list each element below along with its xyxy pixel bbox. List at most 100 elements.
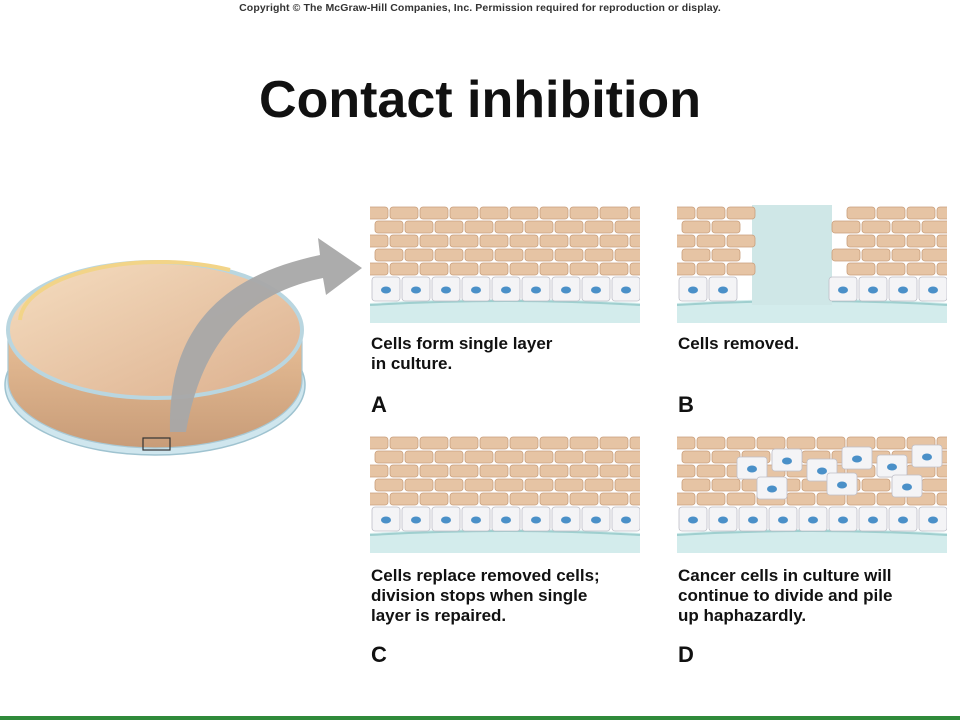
cell: [554, 220, 584, 234]
nucleus: [767, 485, 777, 493]
cell: [419, 436, 449, 450]
cell: [891, 248, 921, 262]
cell: [479, 436, 509, 450]
cell: [494, 478, 524, 492]
cell: [539, 234, 569, 248]
nucleus: [561, 286, 571, 294]
cell: [936, 492, 947, 506]
cell: [677, 464, 696, 478]
cell: [629, 436, 640, 450]
cell: [479, 234, 509, 248]
cell: [370, 436, 389, 450]
cell: [629, 464, 640, 478]
cell: [677, 436, 696, 450]
cell: [906, 234, 936, 248]
nucleus: [747, 465, 757, 473]
cell: [374, 220, 404, 234]
nucleus: [868, 516, 878, 524]
cell: [681, 478, 711, 492]
cell: [677, 206, 696, 220]
cell: [846, 234, 876, 248]
cell: [629, 234, 640, 248]
panel-c-cells-figure: [370, 436, 640, 553]
nucleus: [621, 286, 631, 294]
cell: [876, 436, 906, 450]
cell: [599, 464, 629, 478]
nucleus: [808, 516, 818, 524]
cell: [629, 206, 640, 220]
nucleus: [531, 516, 541, 524]
culture-medium: [677, 529, 947, 553]
cell: [370, 492, 389, 506]
cell: [599, 492, 629, 506]
cell: [584, 220, 614, 234]
cell: [726, 436, 756, 450]
panel-d-cells-figure: [677, 436, 947, 553]
cell: [449, 492, 479, 506]
panel-b-cells-figure: [677, 205, 947, 323]
cell: [629, 492, 640, 506]
cell: [389, 492, 419, 506]
nucleus: [868, 286, 878, 294]
cell: [554, 478, 584, 492]
cell: [846, 206, 876, 220]
cell: [936, 464, 947, 478]
cell: [599, 436, 629, 450]
nucleus: [501, 286, 511, 294]
cell: [524, 220, 554, 234]
nucleus: [838, 286, 848, 294]
nucleus: [381, 516, 391, 524]
nucleus: [898, 516, 908, 524]
cell: [539, 436, 569, 450]
cell: [696, 262, 726, 276]
cell: [921, 248, 947, 262]
cell: [569, 234, 599, 248]
cell: [449, 206, 479, 220]
cell: [479, 492, 509, 506]
cell: [846, 492, 876, 506]
cell: [816, 436, 846, 450]
cell: [434, 478, 464, 492]
cell: [509, 464, 539, 478]
nucleus: [471, 516, 481, 524]
panel-c-letter: C: [371, 642, 387, 667]
culture-medium: [370, 529, 640, 553]
cell: [876, 262, 906, 276]
cell: [404, 478, 434, 492]
nucleus: [591, 516, 601, 524]
cell: [696, 492, 726, 506]
cell: [906, 262, 936, 276]
cell: [599, 234, 629, 248]
cell: [921, 478, 947, 492]
cell: [404, 248, 434, 262]
cell: [726, 262, 756, 276]
panel-a-caption: Cells form single layer in culture.: [371, 334, 553, 373]
cell: [861, 220, 891, 234]
cell: [599, 206, 629, 220]
cell: [726, 206, 756, 220]
cell: [726, 234, 756, 248]
cell: [370, 464, 389, 478]
cell: [524, 450, 554, 464]
cell: [554, 248, 584, 262]
cell: [389, 206, 419, 220]
cell: [494, 220, 524, 234]
cell: [374, 450, 404, 464]
cell: [711, 220, 741, 234]
cell: [614, 478, 640, 492]
nucleus: [748, 516, 758, 524]
cell: [370, 234, 389, 248]
cell: [464, 450, 494, 464]
panel-b-letter: B: [678, 392, 694, 417]
nucleus: [928, 286, 938, 294]
panel-d-letter: D: [678, 642, 694, 667]
cell: [569, 436, 599, 450]
cell: [419, 206, 449, 220]
panel-a-letter: A: [371, 392, 387, 417]
nucleus: [838, 516, 848, 524]
cell: [419, 234, 449, 248]
nucleus: [852, 455, 862, 463]
cell: [479, 262, 509, 276]
nucleus: [898, 286, 908, 294]
cell: [629, 262, 640, 276]
